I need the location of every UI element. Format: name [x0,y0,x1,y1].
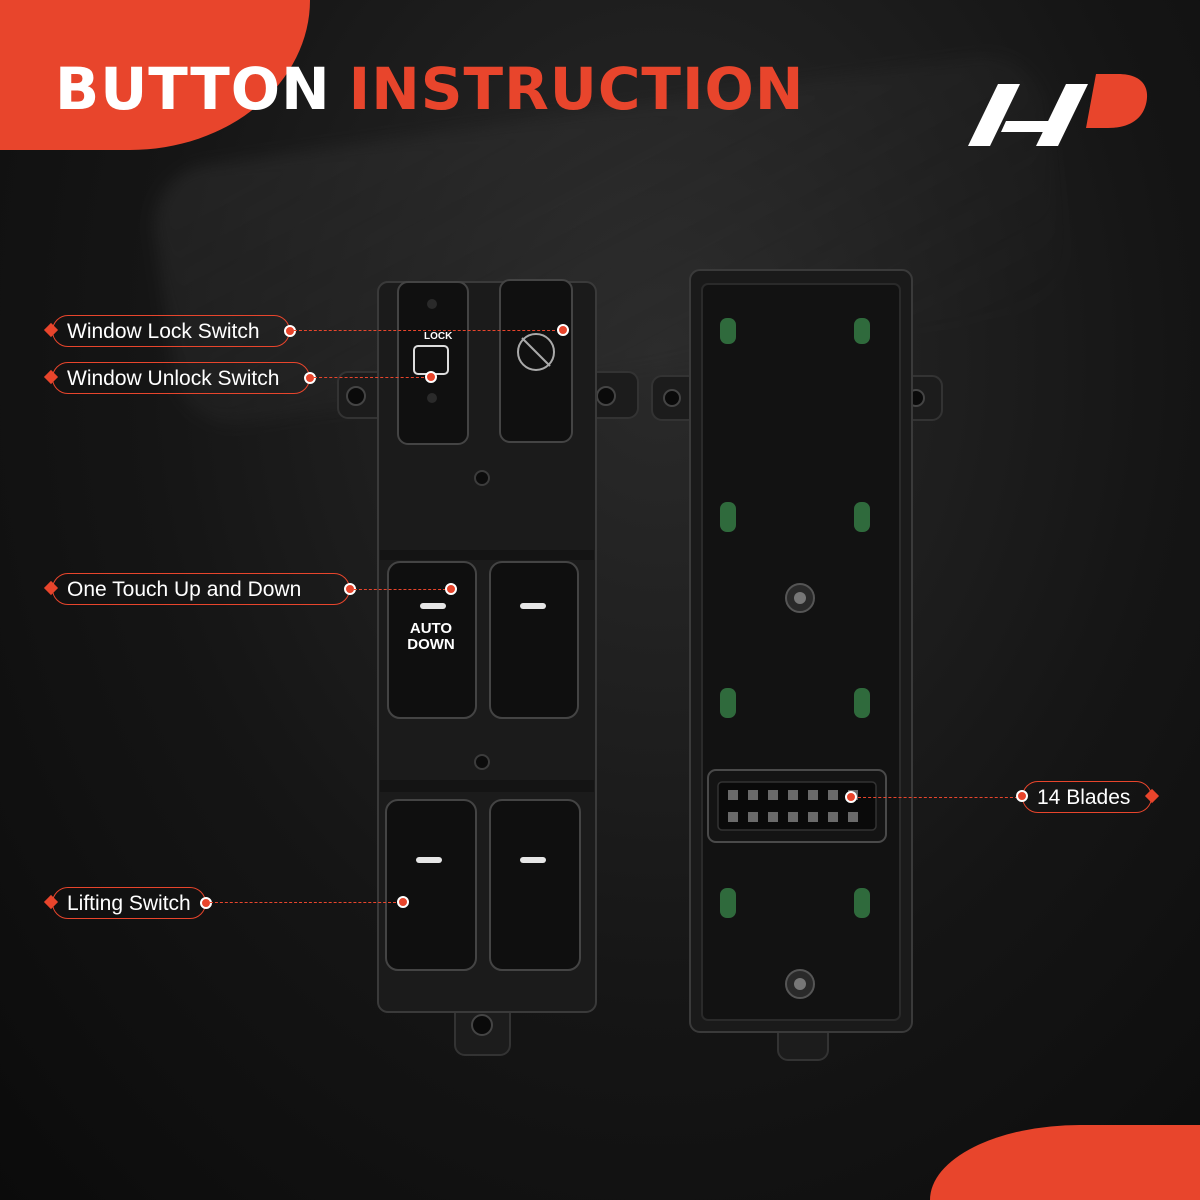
leader-line [858,797,1018,798]
title-word-instruction: INSTRUCTION [348,55,805,123]
a-premium-logo-icon [968,74,1148,146]
callout-text: 14 Blades [1037,786,1131,809]
callout-window-lock-switch: Window Lock Switch [43,315,296,347]
callout-text: One Touch Up and Down [67,578,302,601]
callout-dot [284,325,296,337]
leader-line [314,377,424,378]
callout-one-touch-up-down: One Touch Up and Down [43,573,356,605]
leader-line [354,589,446,590]
callout-dot [1016,790,1028,802]
callout-dot [304,372,316,384]
callout-window-unlock-switch: Window Unlock Switch [43,362,316,394]
title-word-button: BUTTON [55,55,331,123]
target-dot-one-touch [445,583,457,595]
target-dot-lock [557,324,569,336]
callout-text: Lifting Switch [67,892,191,915]
target-dot-unlock [425,371,437,383]
callout-lifting-switch: Lifting Switch [43,887,212,919]
lock-button-text: LOCK [424,331,453,342]
callout-text: Window Unlock Switch [67,367,280,390]
callout-text: Window Lock Switch [67,320,260,343]
callout-14-blades: 14 Blades [1016,781,1160,813]
auto-down-line2: DOWN [407,636,455,653]
rear-switch-panel [651,269,943,1061]
auto-down-line1: AUTO [409,620,453,637]
leader-line [294,330,560,331]
front-switch-panel [337,279,639,1056]
target-dot-blades [845,791,857,803]
target-dot-lifting [397,896,409,908]
leader-line [210,902,396,903]
callout-dot [200,897,212,909]
